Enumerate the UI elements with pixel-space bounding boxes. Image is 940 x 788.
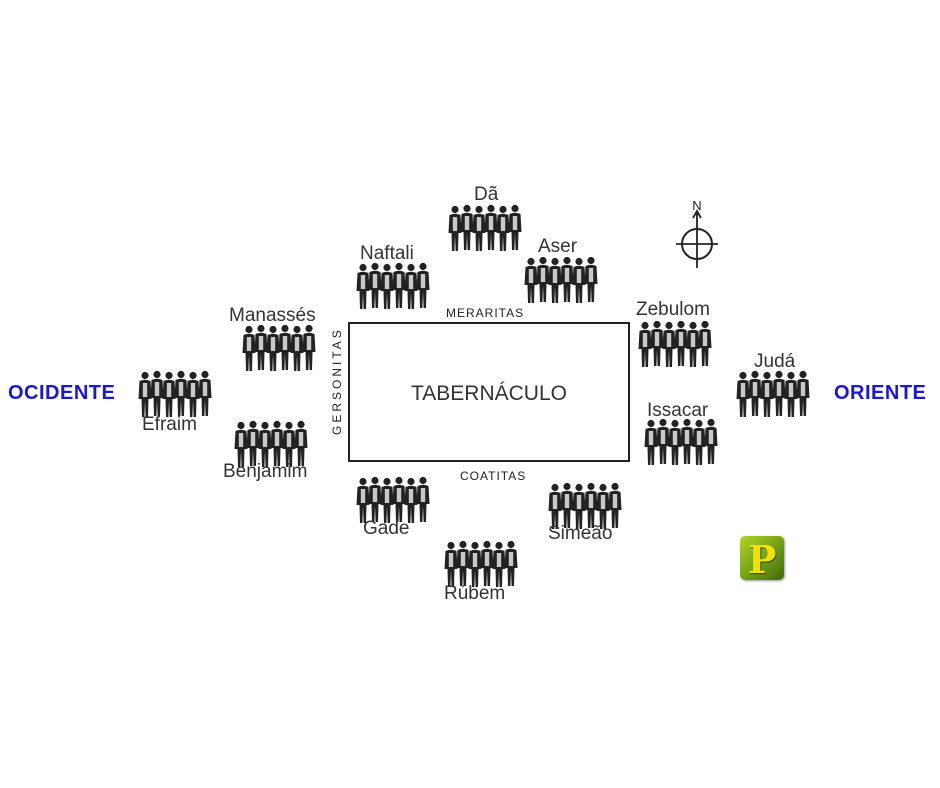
- people-group-icon: [444, 540, 524, 588]
- west-direction-label: OCIDENTE: [8, 382, 116, 404]
- coatitas-label: COATITAS: [460, 469, 527, 483]
- tabernacle-rectangle: TABERNÁCULO: [348, 322, 630, 462]
- people-group-icon: [138, 370, 218, 418]
- tribe-label-benjamim: Benjamim: [223, 461, 308, 482]
- publisher-logo: P: [740, 536, 784, 582]
- people-group-icon: [644, 418, 724, 466]
- gersonitas-label: GERSONITAS: [330, 327, 344, 435]
- people-group-icon: [638, 320, 718, 368]
- compass-icon: N: [676, 198, 718, 268]
- tribe-label-naftali: Naftali: [360, 243, 414, 264]
- tribe-label-da: Dã: [474, 184, 499, 205]
- people-group-icon: [356, 476, 436, 524]
- tabernacle-label: TABERNÁCULO: [411, 382, 567, 405]
- compass-north-label: N: [692, 198, 701, 213]
- people-group-icon: [356, 262, 436, 310]
- people-group-icon: [448, 204, 528, 252]
- tribe-label-manasses: Manassés: [229, 305, 316, 326]
- tribe-label-issacar: Issacar: [647, 400, 709, 421]
- meraritas-label: MERARITAS: [446, 306, 525, 320]
- tribe-label-ruben: Rúbem: [444, 583, 506, 604]
- people-group-icon: [242, 324, 322, 372]
- logo-letter: P: [747, 537, 777, 582]
- tribe-label-zebulom: Zebulom: [636, 299, 710, 320]
- tribe-label-aser: Aser: [538, 236, 578, 257]
- tribe-label-gade: Gade: [363, 518, 410, 539]
- people-group-icon: [736, 370, 816, 418]
- tribe-label-juda: Judá: [754, 351, 796, 372]
- tribe-label-efraim: Efraim: [142, 414, 197, 435]
- people-group-icon: [524, 256, 604, 304]
- tribe-label-simeao: Simeão: [548, 523, 613, 544]
- east-direction-label: ORIENTE: [834, 382, 927, 404]
